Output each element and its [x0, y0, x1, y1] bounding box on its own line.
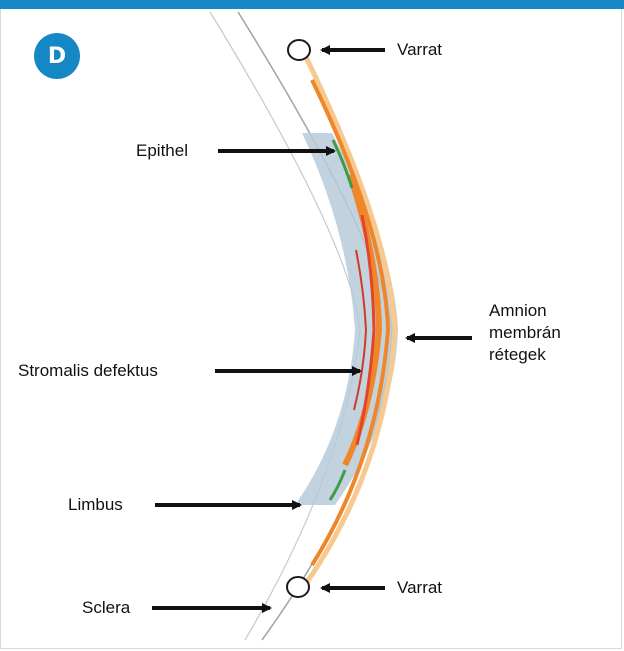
label-amnion-line-1: Amnion	[489, 300, 599, 322]
label-amnion-line-3: rétegek	[489, 344, 599, 366]
suture-bottom	[287, 577, 309, 597]
label-amnion: Amnion membrán rétegek	[489, 300, 599, 366]
label-limbus: Limbus	[68, 495, 123, 515]
suture-top	[288, 40, 310, 60]
cornea-inner-line	[210, 12, 360, 640]
label-sclera: Sclera	[82, 598, 130, 618]
label-varrat-bottom: Varrat	[397, 578, 442, 598]
label-amnion-line-2: membrán	[489, 322, 599, 344]
label-stromalis-defektus: Stromalis defektus	[18, 361, 158, 381]
label-epithel: Epithel	[136, 141, 188, 161]
stromal-defect-region	[295, 133, 398, 505]
label-varrat-top: Varrat	[397, 40, 442, 60]
